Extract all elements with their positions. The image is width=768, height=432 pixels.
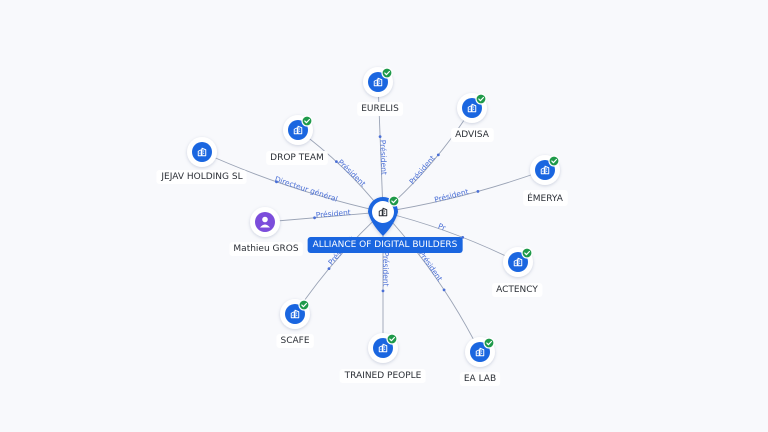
node-label-bg [357, 102, 404, 116]
node-label-mathieu: Mathieu GROS [233, 244, 298, 254]
edge-label-mathieu: Président [315, 208, 351, 220]
graph-node-eurelis[interactable]: EURELIS [357, 67, 404, 116]
node-label-bg [492, 283, 543, 297]
edge-label-trained: Président [381, 252, 390, 287]
graph-node-emerya[interactable]: ÉMERYA [523, 155, 568, 206]
edge-arrow-icon [335, 160, 338, 164]
graph-node-ealab[interactable]: EA LAB [459, 337, 501, 386]
check-badge-icon [548, 155, 560, 167]
node-label-jejav: JEJAV HOLDING SL [160, 172, 242, 182]
node-label-bg [266, 151, 328, 165]
graph-node-trained[interactable]: TRAINED PEOPLE [339, 333, 426, 383]
graph-nodes: EURELIS ADVISA ÉMERYA ACTENCY EA LAB TRAINED … [156, 67, 568, 386]
edge-label-emerya: Président [433, 187, 469, 205]
node-label-scafe: SCAFE [280, 336, 309, 346]
edge-label-eurelis: Président [378, 140, 388, 175]
node-label-bg [229, 242, 303, 256]
node-label-eurelis: EURELIS [361, 104, 399, 114]
graph-node-actency[interactable]: ACTENCY [492, 247, 543, 297]
edge-label-jejav: Directeur général [274, 174, 339, 203]
check-badge-icon [386, 333, 398, 345]
edge-label-actency: Pr [437, 221, 448, 232]
node-label-emerya: ÉMERYA [527, 192, 564, 204]
edge-arrow-icon [436, 153, 440, 157]
graph-node-scafe[interactable]: SCAFE [276, 299, 314, 348]
edge-arrow-icon [327, 267, 331, 271]
node-label-advisa: ADVISA [455, 130, 490, 140]
graph-node-dropteam[interactable]: DROP TEAM [266, 115, 328, 165]
edge-arrow-icon [378, 135, 382, 139]
check-badge-icon [301, 115, 313, 127]
edge-label-ealab: Président [417, 249, 444, 283]
graph-edge-ealab [382, 211, 481, 353]
check-badge-icon [475, 93, 487, 105]
edge-label-advisa: Président [407, 154, 437, 186]
edge-arrow-icon [313, 216, 316, 220]
check-badge-icon [381, 67, 393, 79]
edge-arrow-icon [476, 190, 480, 193]
check-badge-icon [521, 247, 533, 259]
node-label-bg [451, 128, 494, 142]
graph-edge-scafe [294, 211, 384, 315]
edge-label-dropteam: Président [336, 158, 367, 189]
graph-node-mathieu[interactable]: Mathieu GROS [229, 207, 303, 256]
node-label-bg [459, 372, 501, 386]
edge-arrow-icon [461, 235, 465, 239]
graph-edge-emerya [382, 169, 546, 213]
center-label-bg [307, 237, 463, 253]
graph-node-advisa[interactable]: ADVISA [451, 93, 494, 142]
node-label-bg [523, 190, 568, 206]
node-label-bg [339, 369, 426, 383]
graph-node-jejav[interactable]: JEJAV HOLDING SL [156, 137, 247, 184]
graph-edge-jejav [201, 151, 384, 213]
node-label-actency: ACTENCY [496, 285, 538, 295]
center-node[interactable]: ALLIANCE OF DIGITAL BUILDERS [307, 195, 463, 253]
edge-arrow-icon [381, 289, 385, 293]
node-label-ealab: EA LAB [464, 374, 496, 384]
node-label-trained: TRAINED PEOPLE [344, 371, 422, 381]
check-badge-icon [483, 337, 495, 349]
check-badge-icon [388, 195, 400, 207]
node-label-bg [156, 170, 247, 184]
center-label: ALLIANCE OF DIGITAL BUILDERS [313, 240, 458, 250]
graph-edge-dropteam [297, 129, 384, 213]
edge-arrow-icon [442, 288, 446, 292]
edge-arrow-icon [275, 180, 278, 184]
node-label-bg [276, 334, 314, 348]
node-label-dropteam: DROP TEAM [270, 153, 324, 163]
graph-edge-actency [382, 211, 519, 263]
check-badge-icon [298, 299, 310, 311]
